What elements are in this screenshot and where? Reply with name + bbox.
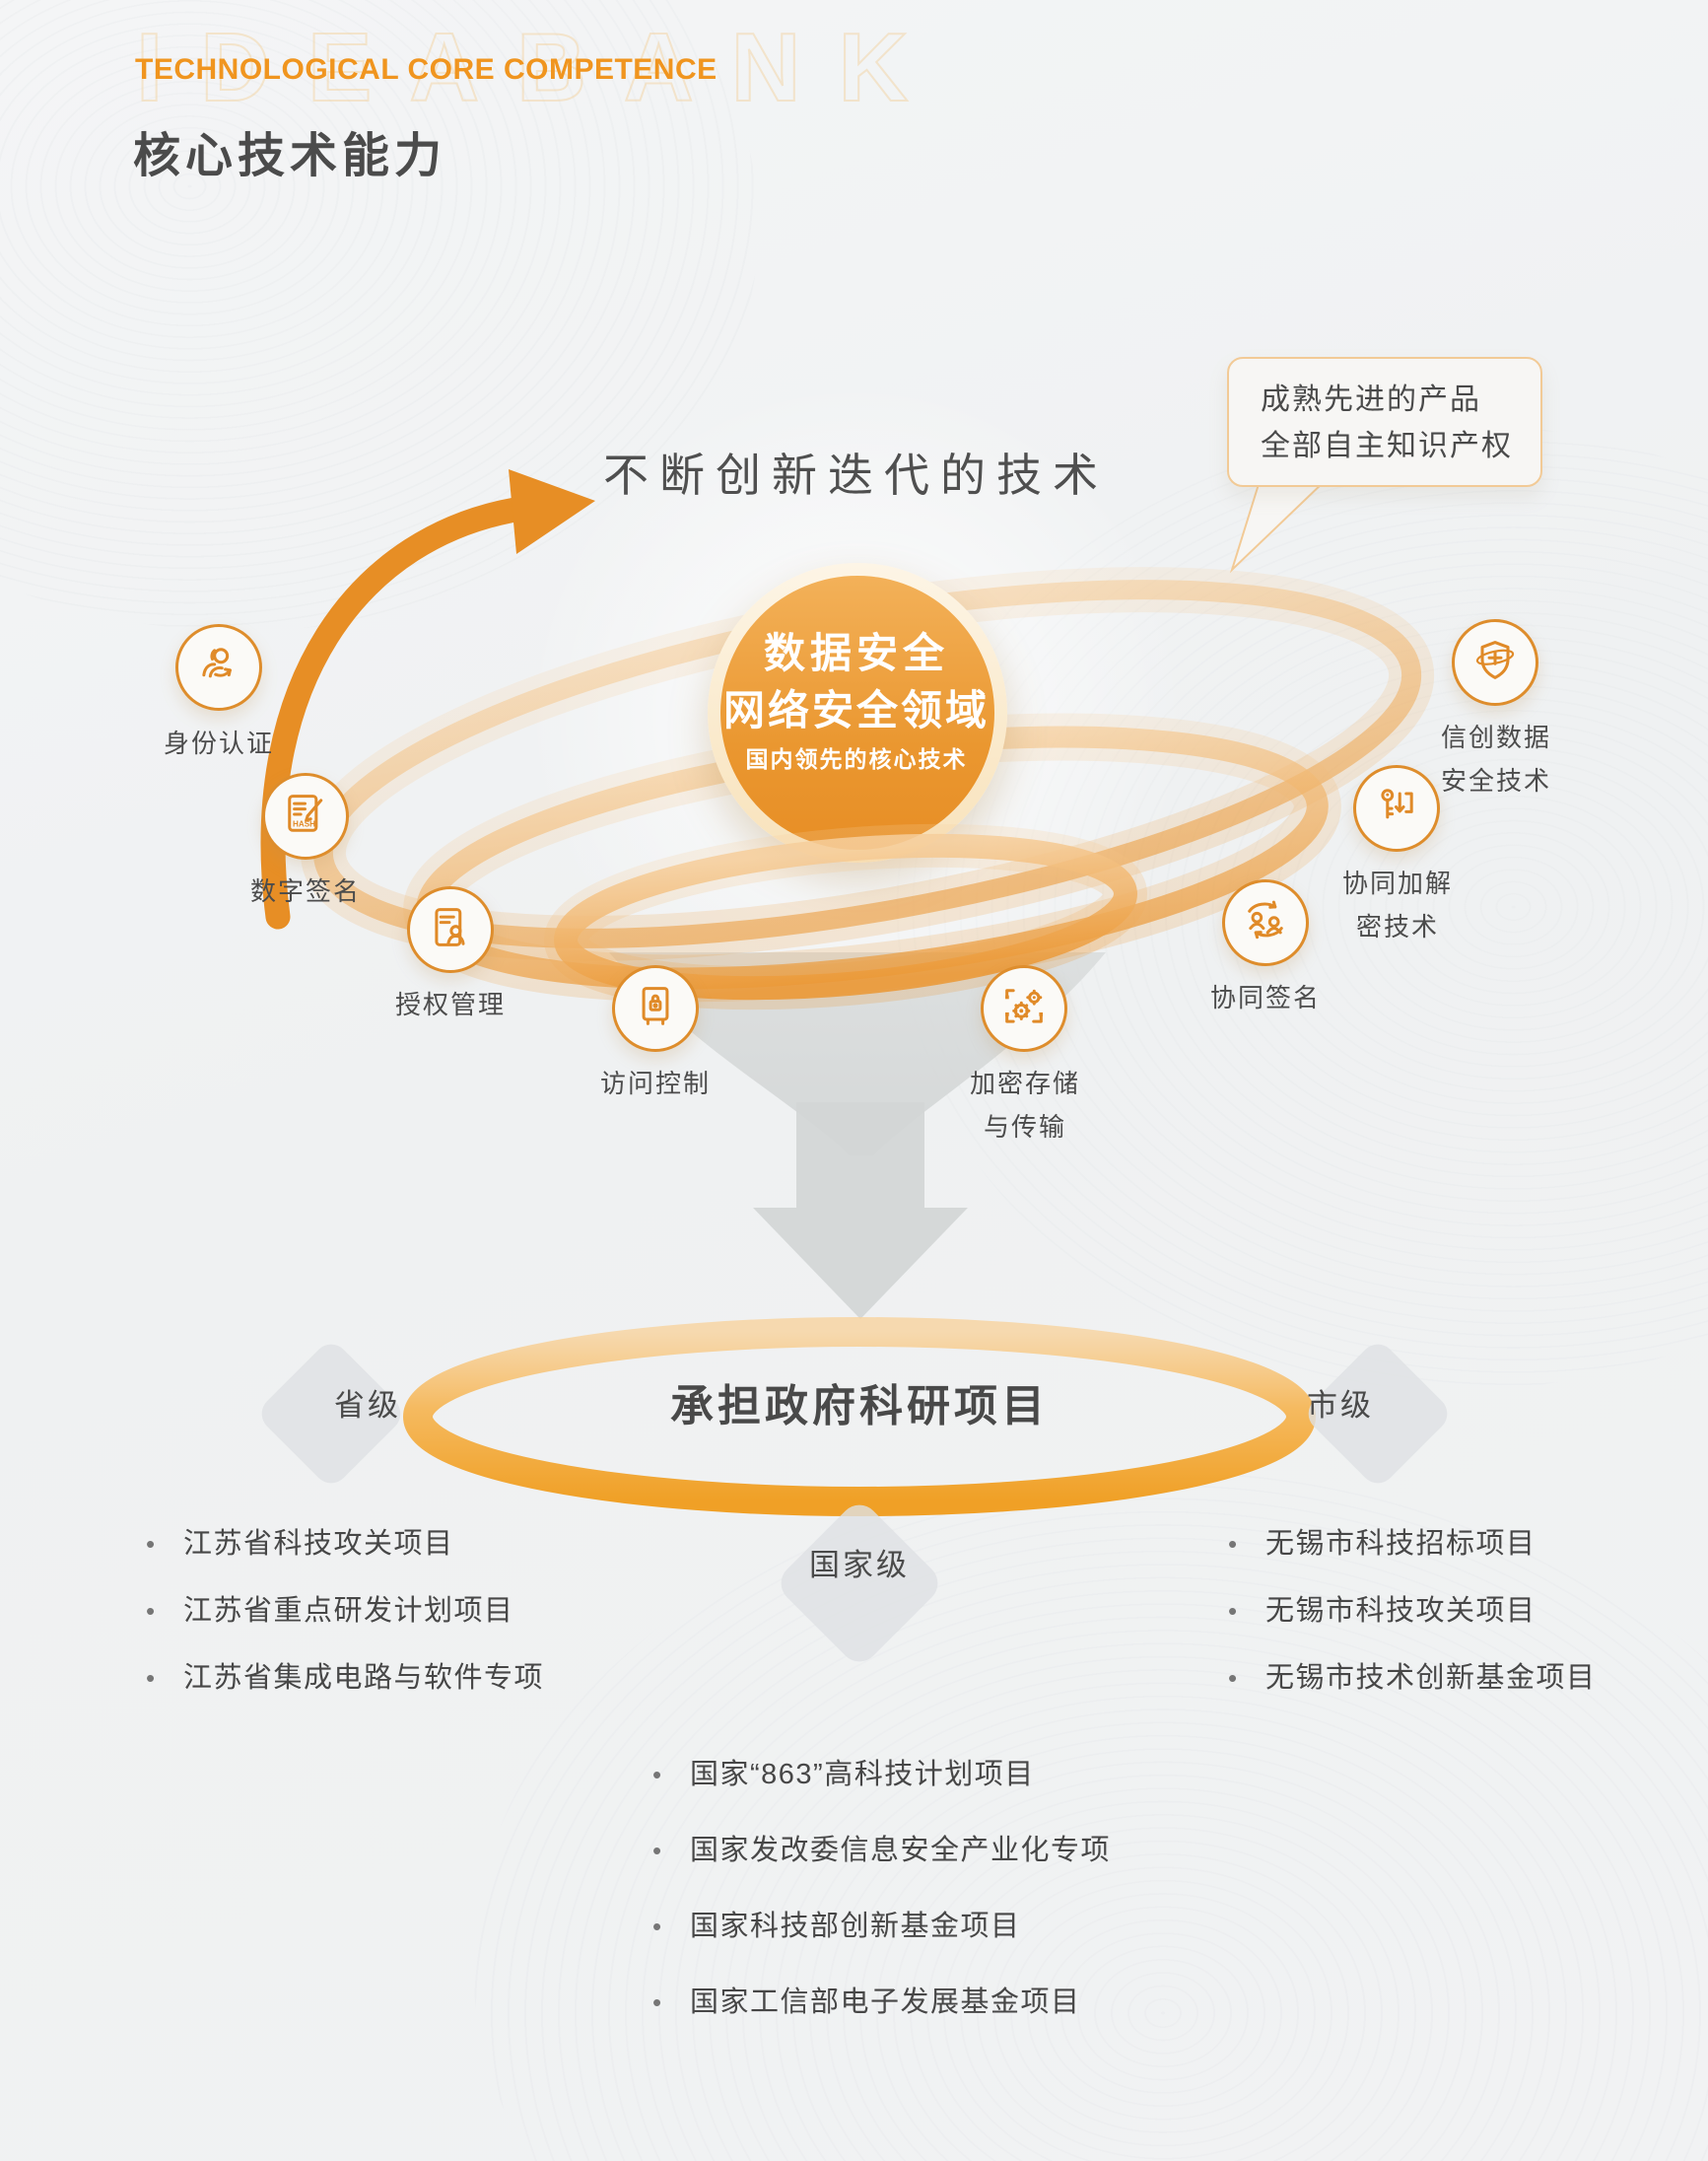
level-label-municipal: 市级 [1307,1388,1374,1423]
capability-label: 访问控制 [599,1069,711,1098]
innovation-headline: 不断创新迭代的技术 [603,450,1109,501]
list-item: • 江苏省集成电路与软件专项 [146,1660,544,1696]
capability-collaborative-crypto [1353,765,1440,852]
project-item-text: 江苏省科技攻关项目 [183,1528,454,1560]
list-item: • 国家工信部电子发展基金项目 [652,1985,1111,2020]
list-item: • 国家科技部创新基金项目 [652,1909,1111,1944]
capability-label: 协同签名 [1209,983,1321,1012]
capability-collaborative-signature [1222,879,1309,966]
hash-badge: HASH [293,819,315,828]
capability-label: 与传输 [983,1112,1066,1142]
bubble-line1: 成熟先进的产品 [1261,383,1481,416]
capability-label: 身份认证 [163,729,274,758]
bullet-icon: • [146,1529,156,1559]
capability-label: 授权管理 [394,990,506,1019]
project-item-text: 国家工信部电子发展基金项目 [690,1987,1081,2018]
core-title-line1: 数据安全 [763,630,949,676]
bullet-icon: • [652,1912,662,1941]
list-item: • 江苏省重点研发计划项目 [146,1593,544,1629]
list-item: • 江苏省科技攻关项目 [146,1526,544,1562]
capability-label: 数字签名 [249,876,361,906]
page-title-en: TECHNOLOGICAL CORE COMPETENCE [135,53,717,86]
bullet-icon: • [146,1596,156,1626]
project-item-text: 国家“863”高科技计划项目 [690,1759,1035,1790]
encrypted-storage-icon [998,981,1050,1037]
national-project-list: • 国家“863”高科技计划项目 • 国家发改委信息安全产业化专项 • 国家科技… [652,1757,1111,2060]
bullet-icon: • [652,1987,662,2017]
collaborative-signature-icon [1240,895,1291,951]
capability-label: 信创数据 [1440,723,1551,752]
project-item-text: 国家科技部创新基金项目 [690,1911,1021,1942]
capability-encrypted-storage [981,965,1067,1052]
identity-auth-icon [193,640,244,696]
project-item-text: 江苏省重点研发计划项目 [183,1595,514,1627]
capability-label: 协同加解 [1341,869,1453,898]
bullet-icon: • [146,1663,156,1693]
core-title-line2: 网络安全领域 [722,687,990,733]
capability-authorization [407,886,494,973]
municipal-project-list: • 无锡市科技招标项目 • 无锡市科技攻关项目 • 无锡市技术创新基金项目 [1228,1526,1597,1727]
collaborative-crypto-icon [1371,781,1422,837]
capability-identity-auth [175,624,262,711]
project-item-text: 国家发改委信息安全产业化专项 [690,1835,1112,1866]
capability-label: 密技术 [1355,912,1439,941]
project-item-text: 江苏省集成电路与软件专项 [183,1662,545,1694]
bullet-icon: • [652,1836,662,1865]
project-item-text: 无锡市科技攻关项目 [1265,1595,1537,1627]
bubble-line2: 全部自主知识产权 [1261,430,1513,462]
capability-label: 加密存储 [969,1069,1080,1098]
capability-digital-signature: HASH [262,773,349,860]
project-item-text: 无锡市技术创新基金项目 [1265,1662,1597,1694]
capability-xinchuang-security [1452,619,1538,706]
provincial-project-list: • 江苏省科技攻关项目 • 江苏省重点研发计划项目 • 江苏省集成电路与软件专项 [146,1526,544,1727]
capability-access-control [612,965,699,1052]
watermark-text: IDEABANK [135,12,946,122]
bullet-icon: • [652,1760,662,1789]
access-control-icon [630,981,681,1037]
project-item-text: 无锡市科技招标项目 [1265,1528,1537,1560]
projects-title: 承担政府科研项目 [670,1382,1049,1430]
xinchuang-security-icon [1469,635,1521,691]
capability-label: 安全技术 [1440,766,1551,796]
bullet-icon: • [1228,1529,1238,1559]
speech-bubble: 成熟先进的产品 全部自主知识产权 [1227,357,1542,487]
bullet-icon: • [1228,1596,1238,1626]
core-subtitle: 国内领先的核心技术 [745,746,968,772]
list-item: • 国家“863”高科技计划项目 [652,1757,1111,1792]
bullet-icon: • [1228,1663,1238,1693]
core-circle [720,576,994,850]
list-item: • 无锡市技术创新基金项目 [1228,1660,1597,1696]
digital-signature-icon: HASH [280,789,331,845]
level-label-provincial: 省级 [334,1388,401,1423]
authorization-icon [425,902,476,958]
list-item: • 无锡市科技攻关项目 [1228,1593,1597,1629]
list-item: • 无锡市科技招标项目 [1228,1526,1597,1562]
level-label-national: 国家级 [809,1548,910,1582]
page-title-zh: 核心技术能力 [133,130,447,182]
list-item: • 国家发改委信息安全产业化专项 [652,1833,1111,1868]
bubble-tail [1229,480,1328,574]
